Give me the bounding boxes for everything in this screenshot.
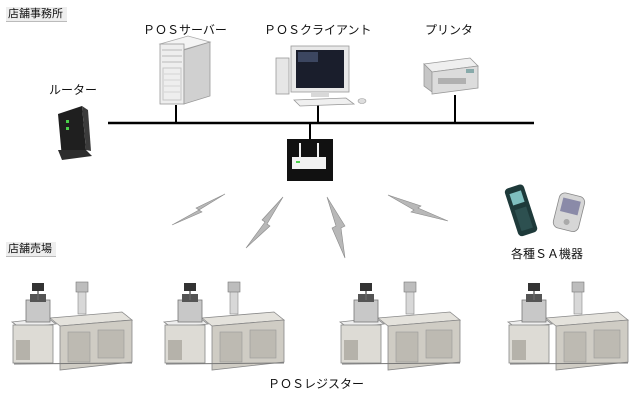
section-label-floor: 店舗売場	[6, 242, 56, 257]
wireless-link-1	[171, 193, 226, 226]
wireless-link-3	[326, 196, 346, 259]
pos-register-label: ＰＯＳレジスター	[268, 377, 365, 391]
router-label: ルーター	[49, 83, 98, 97]
pos-register-icon	[10, 281, 134, 371]
section-label-office: 店舗事務所	[6, 7, 67, 22]
sa-devices-label: 各種ＳＡ機器	[511, 247, 584, 261]
handheld-terminal-icon	[504, 184, 586, 237]
pos-server-label: ＰＯＳサーバー	[143, 23, 227, 37]
router-icon	[58, 106, 92, 160]
pc-client-icon	[275, 45, 367, 107]
printer-label: プリンタ	[425, 23, 474, 37]
wireless-access-point-icon	[287, 139, 333, 181]
pos-register-icon	[162, 281, 286, 371]
wireless-link-icon	[171, 193, 449, 259]
server-icon	[158, 35, 212, 105]
wireless-link-4	[387, 194, 449, 222]
printer-icon	[423, 57, 479, 95]
pos-register-icon	[338, 281, 462, 371]
wireless-link-2	[245, 196, 284, 249]
pos-client-label: ＰＯＳクライアント	[264, 23, 372, 37]
pos-register-icon	[506, 281, 630, 371]
